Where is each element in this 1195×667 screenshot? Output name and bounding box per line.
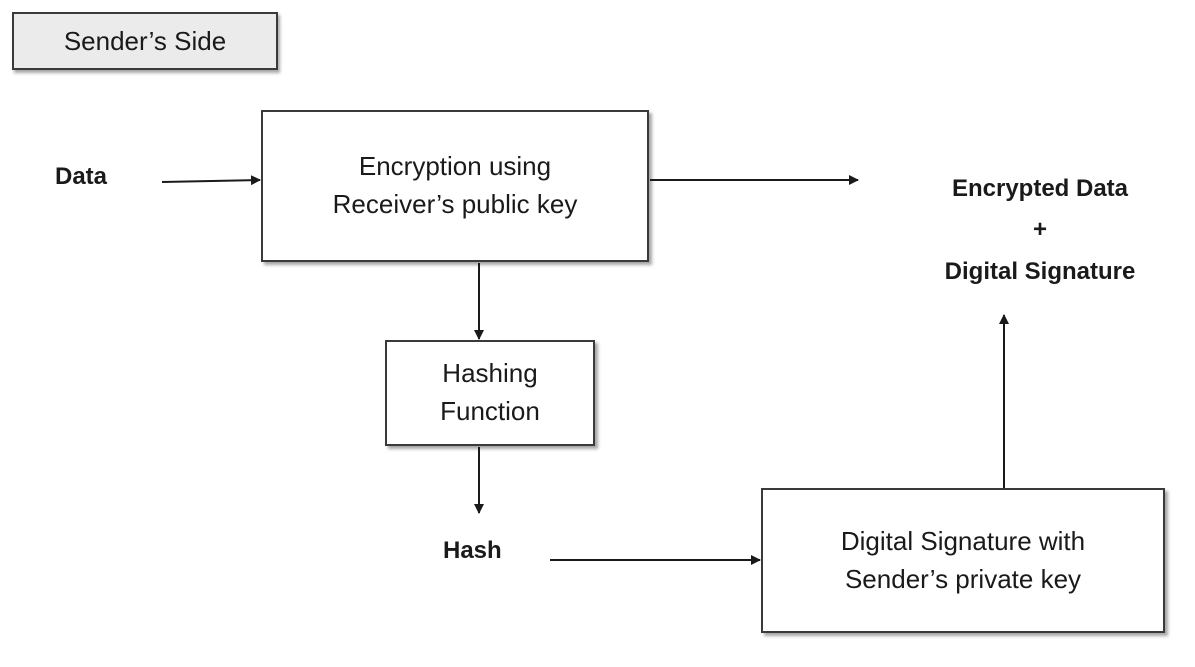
data-label: Data	[55, 163, 108, 190]
digital-signature-box-line1: Digital Signature with	[840, 525, 1086, 556]
digital-signature-box: Digital Signature with Sender’s private …	[761, 488, 1165, 633]
sender-side-title: Sender’s Side	[12, 12, 278, 70]
hashing-function-box: Hashing Function	[385, 340, 595, 446]
output-label-line1: Encrypted Data	[951, 175, 1129, 202]
encryption-box-line2: Receiver’s public key	[332, 189, 578, 219]
hash-label: Hash	[443, 537, 502, 564]
hashing-box-line1: Hashing	[442, 358, 538, 389]
output-label: Encrypted Data + Digital Signature	[905, 168, 1175, 292]
digital-signature-box-line2: Sender’s private key	[844, 563, 1082, 594]
output-label-line2: Digital Signature	[944, 257, 1136, 285]
encryption-box: Encryption using Receiver’s public key	[261, 110, 649, 262]
hashing-box-line2: Function	[440, 396, 540, 426]
encryption-box-line1: Encryption using	[358, 151, 552, 182]
arrow-data-to-encryption	[161, 175, 261, 186]
output-label-plus: +	[1032, 216, 1047, 244]
